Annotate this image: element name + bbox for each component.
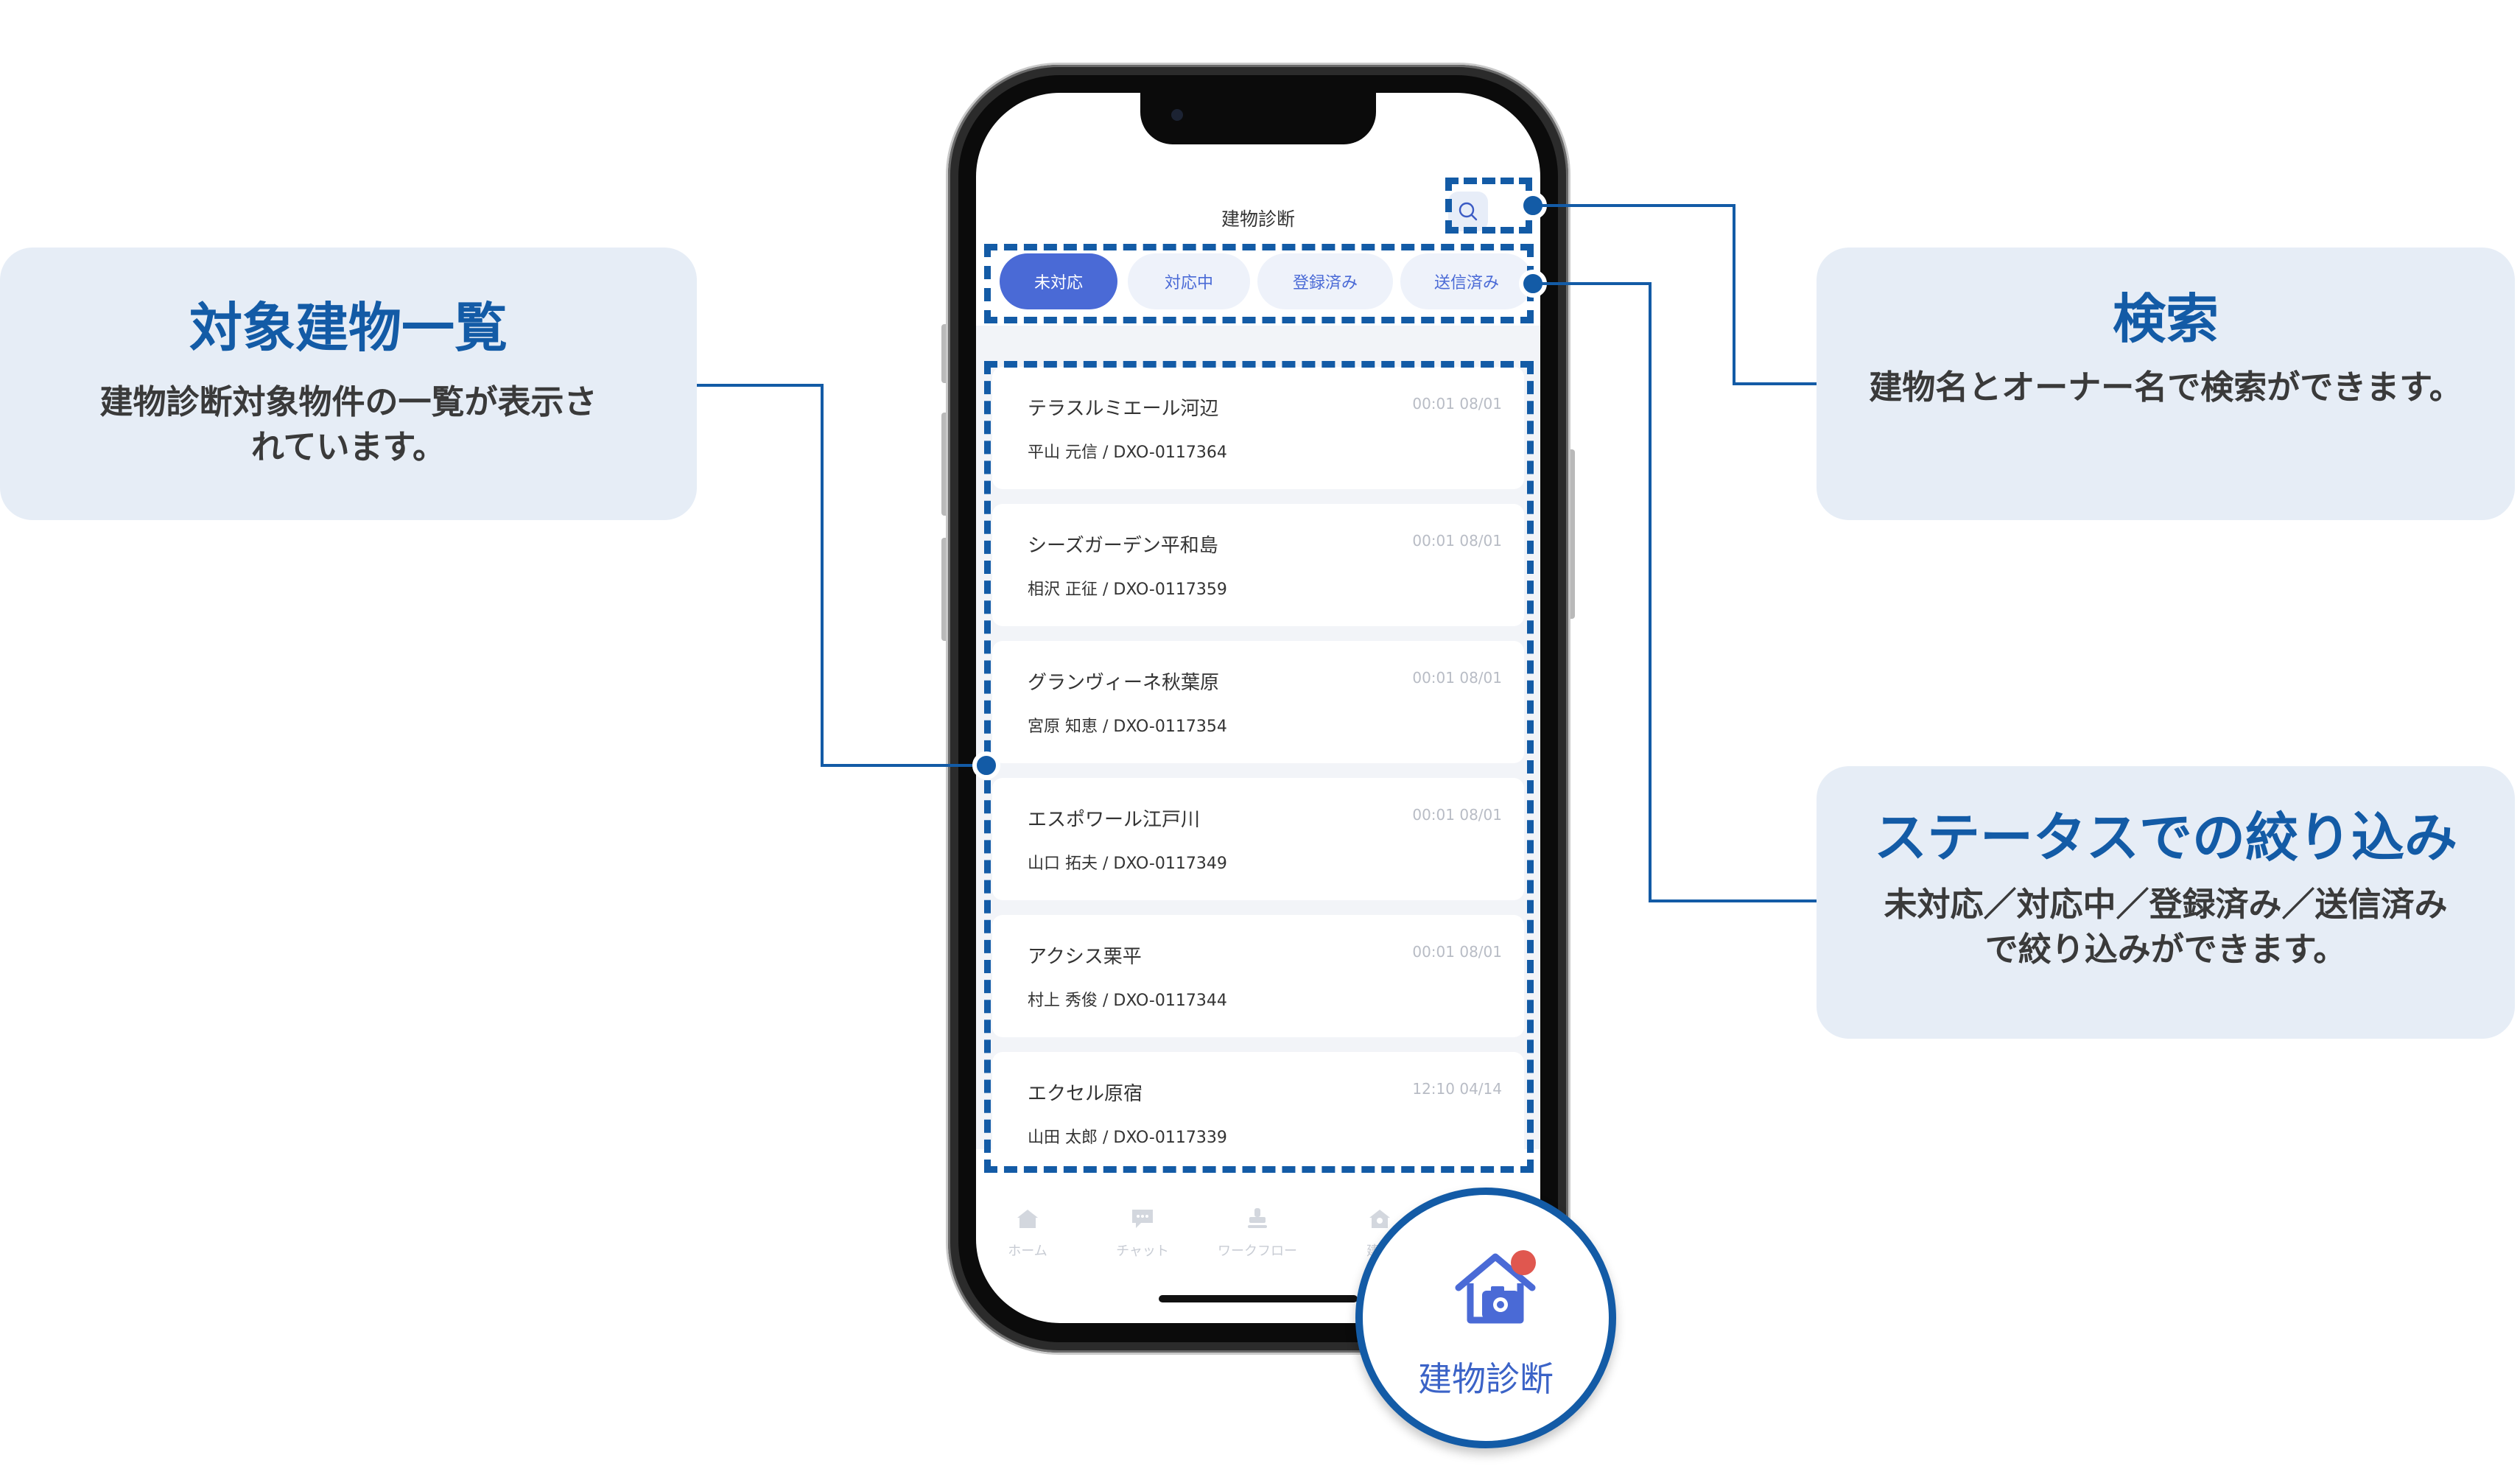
connector-search (1733, 382, 1817, 385)
item-time: 00:01 08/01 (1412, 532, 1502, 550)
item-owner-code: 平山 元信 / DXO-0117364 (1028, 443, 1227, 462)
callout-search-title: 検索 (2112, 288, 2219, 350)
callout-filter-title: ステータスでの絞り込み (1873, 807, 2457, 869)
building-diagnosis-badge[interactable]: 建物診断 (1355, 1188, 1616, 1448)
item-owner-code: 相沢 正征 / DXO-0117359 (1028, 581, 1227, 599)
item-time: 12:10 04/14 (1412, 1080, 1502, 1098)
callout-search-desc: 建物名とオーナー名で検索ができます。 (1869, 365, 2463, 410)
callout-filter-desc: 未対応／対応中／登録済み／送信済み で絞り込みができます。 (1884, 883, 2447, 972)
tab-in-progress[interactable]: 対応中 (1128, 253, 1250, 309)
callout-filter-desc-line: 未対応／対応中／登録済み／送信済み (1884, 885, 2448, 925)
list-item[interactable]: エスポワール江戸川 00:01 08/01 山口 拓夫 / DXO-011734… (992, 778, 1524, 900)
stamp-icon[interactable] (1244, 1207, 1271, 1230)
building-icon[interactable] (1366, 1207, 1393, 1230)
item-time: 00:01 08/01 (1412, 806, 1502, 824)
tab-sent[interactable]: 送信済み (1400, 253, 1533, 309)
connector-filter (1532, 282, 1652, 285)
item-title: シーズガーデン平和島 (1028, 535, 1218, 557)
item-title: アクシス栗平 (1028, 946, 1142, 968)
connector-list (821, 764, 987, 767)
callout-list-desc-line: 建物診断対象物件の一覧が表示さ (99, 382, 597, 422)
connector-search (1733, 204, 1735, 385)
callout-list-title: 対象建物一覧 (189, 297, 508, 359)
callout-search-desc-line: 建物名とオーナー名で検索ができます。 (1869, 368, 2463, 407)
list-item[interactable]: シーズガーデン平和島 00:01 08/01 相沢 正征 / DXO-01173… (992, 504, 1524, 626)
callout-search: 検索 建物名とオーナー名で検索ができます。 (1817, 248, 2515, 520)
search-icon (1459, 202, 1478, 221)
list-item[interactable]: アクシス栗平 00:01 08/01 村上 秀俊 / DXO-0117344 (992, 915, 1524, 1037)
connector-search (1532, 204, 1735, 207)
home-icon[interactable] (1014, 1207, 1041, 1230)
nav-label-chat: チャット (1116, 1244, 1169, 1259)
item-time: 00:01 08/01 (1412, 395, 1502, 413)
phone-volume-down-button (941, 538, 949, 641)
item-owner-code: 村上 秀俊 / DXO-0117344 (1028, 992, 1227, 1010)
connector-list (821, 384, 824, 767)
phone-power-button (1568, 449, 1575, 619)
item-owner-code: 山口 拓夫 / DXO-0117349 (1028, 855, 1227, 873)
app-title: 建物診断 (1221, 208, 1295, 230)
list-item[interactable]: テラスルミエール河辺 00:01 08/01 平山 元信 / DXO-01173… (992, 367, 1524, 489)
item-title: グランヴィーネ秋葉原 (1028, 672, 1220, 694)
search-button[interactable] (1448, 192, 1488, 231)
connector-filter (1649, 899, 1817, 902)
callout-filter: ステータスでの絞り込み 未対応／対応中／登録済み／送信済み で絞り込みができます… (1817, 766, 2515, 1039)
item-owner-code: 山田 太郎 / DXO-0117339 (1028, 1129, 1227, 1147)
nav-label-home: ホーム (1008, 1244, 1047, 1259)
connector-dot-list (972, 751, 1000, 779)
badge-label: 建物診断 (1418, 1359, 1554, 1399)
phone-screen: 建物診断 未対応 対応中 登録済み 送信済み テラスルミエール河辺 00:01 … (976, 93, 1540, 1323)
callout-filter-desc-line: で絞り込みができます。 (1984, 930, 2347, 969)
callout-list-desc-line: れています。 (250, 427, 446, 467)
list-item[interactable]: グランヴィーネ秋葉原 00:01 08/01 宮原 知恵 / DXO-01173… (992, 641, 1524, 763)
highlight-list (984, 361, 1534, 1173)
item-time: 00:01 08/01 (1412, 669, 1502, 687)
item-title: テラスルミエール河辺 (1028, 398, 1219, 420)
item-title: エクセル原宿 (1028, 1083, 1143, 1105)
chat-icon[interactable] (1129, 1207, 1156, 1230)
callout-list-desc: 建物診断対象物件の一覧が表示さ れています。 (99, 380, 597, 470)
list-item[interactable]: エクセル原宿 12:10 04/14 山田 太郎 / DXO-0117339 (992, 1052, 1524, 1174)
item-owner-code: 宮原 知恵 / DXO-0117354 (1028, 718, 1227, 736)
front-camera (1171, 109, 1183, 121)
connector-list (697, 384, 824, 387)
nav-label-workflow: ワークフロー (1218, 1244, 1297, 1259)
item-title: エスポワール江戸川 (1028, 809, 1201, 831)
connector-filter (1649, 282, 1652, 902)
tab-registered[interactable]: 登録済み (1257, 253, 1393, 309)
house-camera-icon (1455, 1250, 1536, 1324)
item-time: 00:01 08/01 (1412, 943, 1502, 961)
callout-list: 対象建物一覧 建物診断対象物件の一覧が表示さ れています。 (0, 248, 697, 520)
tab-unhandled[interactable]: 未対応 (1000, 253, 1117, 309)
home-indicator (1159, 1295, 1358, 1302)
phone-mute-switch (941, 324, 949, 383)
highlight-tabs (984, 244, 1534, 323)
phone-volume-up-button (941, 413, 949, 516)
